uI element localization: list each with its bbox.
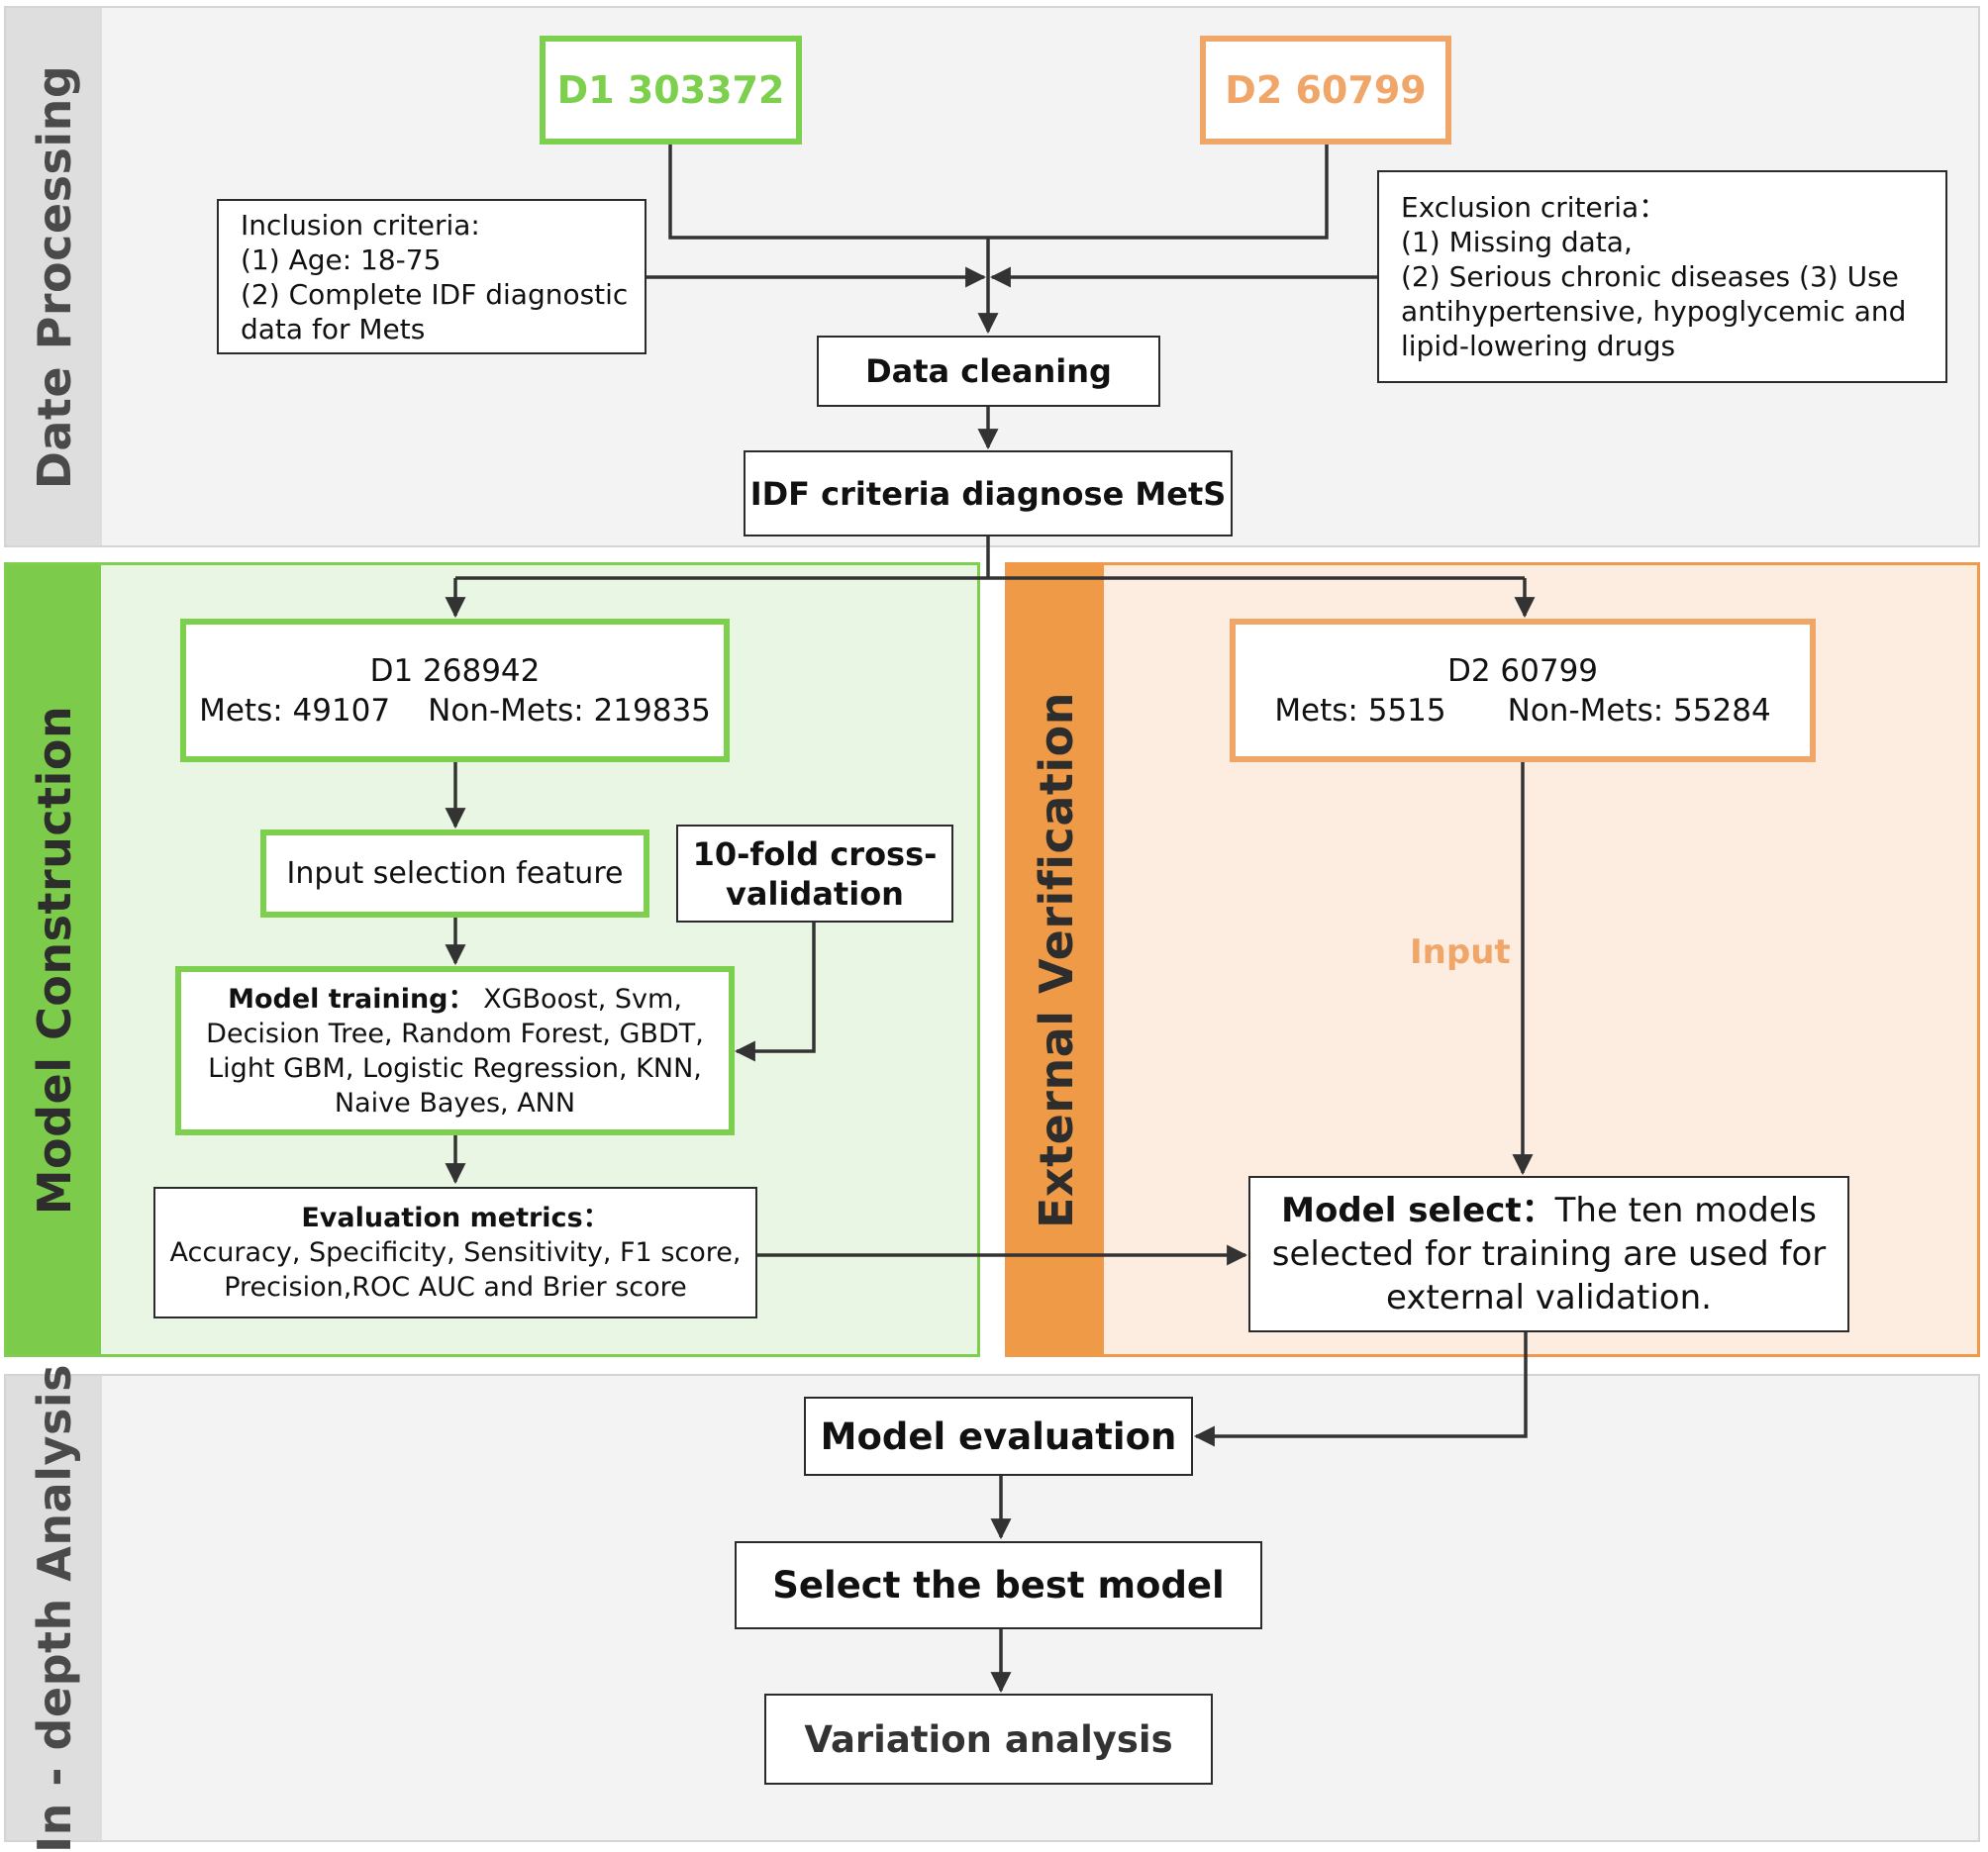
inclusion-line-2: (2) Complete IDF diagnostic xyxy=(241,277,629,311)
model-evaluation-label: Model evaluation xyxy=(820,1414,1177,1458)
section-in-depth-analysis-sidebar: In - depth Analysis xyxy=(6,1364,102,1852)
d2-split-counts: Mets: 5515 Non-Mets: 55284 xyxy=(1274,691,1770,731)
exclusion-line-3: antihypertensive, hypoglycemic and xyxy=(1401,295,1907,328)
input-arrow-label: Input xyxy=(1406,932,1515,972)
d1-split-box: D1 268942 Mets: 49107 Non-Mets: 219835 xyxy=(180,619,730,762)
evaluation-metrics-label: Evaluation metrics： xyxy=(301,1203,610,1233)
section-model-construction-sidebar: Model Construction xyxy=(7,565,101,1354)
idf-diagnose-box: IDF criteria diagnose MetS xyxy=(744,450,1233,536)
cross-validation-box: 10-fold cross- validation xyxy=(676,825,953,923)
dataset-d1-label: D1 303372 xyxy=(556,68,785,112)
model-select-line-3: external validation. xyxy=(1386,1278,1712,1317)
idf-diagnose-label: IDF criteria diagnose MetS xyxy=(749,474,1227,513)
data-cleaning-label: Data cleaning xyxy=(865,352,1112,390)
inclusion-title: Inclusion criteria: xyxy=(241,208,480,242)
variation-analysis-label: Variation analysis xyxy=(804,1717,1173,1761)
connector-d1-merge xyxy=(668,144,1329,240)
connector-select-to-evaluation xyxy=(1193,1332,1528,1447)
evaluation-metrics-box: Evaluation metrics： Accuracy, Specificit… xyxy=(153,1187,757,1318)
exclusion-line-2: (2) Serious chronic diseases (3) Use xyxy=(1401,260,1899,293)
model-training-line-2: Decision Tree, Random Forest, GBDT, xyxy=(206,1018,704,1049)
connector-cv-to-training xyxy=(734,923,816,1062)
variation-analysis-box: Variation analysis xyxy=(764,1694,1213,1785)
model-training-label: Model training： xyxy=(228,983,475,1015)
cross-validation-line-2: validation xyxy=(726,874,904,913)
inclusion-line-3: data for Mets xyxy=(241,312,426,345)
d1-non-mets-count: Non-Mets: 219835 xyxy=(428,692,711,729)
select-best-model-label: Select the best model xyxy=(772,1564,1225,1607)
exclusion-line-1: (1) Missing data, xyxy=(1401,226,1633,258)
d1-split-counts: Mets: 49107 Non-Mets: 219835 xyxy=(199,691,711,731)
inclusion-line-1: (1) Age: 18-75 xyxy=(241,243,442,276)
dataset-d2-box: D2 60799 xyxy=(1200,36,1451,145)
model-training-line-1: Model training： XGBoost, Svm, xyxy=(228,982,682,1017)
model-evaluation-box: Model evaluation xyxy=(804,1397,1193,1476)
model-training-text-1: XGBoost, Svm, xyxy=(483,983,682,1015)
evaluation-metrics-line-1: Accuracy, Specificity, Sensitivity, F1 s… xyxy=(169,1237,742,1268)
model-select-label: Model select： xyxy=(1281,1191,1555,1230)
exclusion-line-4: lipid-lowering drugs xyxy=(1401,330,1676,362)
d2-split-box: D2 60799 Mets: 5515 Non-Mets: 55284 xyxy=(1230,619,1816,762)
d1-mets-count: Mets: 49107 xyxy=(199,692,391,729)
input-feature-label: Input selection feature xyxy=(286,856,624,891)
model-training-box: Model training： XGBoost, Svm, Decision T… xyxy=(175,966,735,1135)
section-external-verification-sidebar: External Verification xyxy=(1008,565,1104,1354)
d2-non-mets-count: Non-Mets: 55284 xyxy=(1507,692,1771,729)
model-select-box: Model select：The ten models selected for… xyxy=(1248,1176,1849,1332)
select-best-model-box: Select the best model xyxy=(735,1541,1262,1629)
input-feature-box: Input selection feature xyxy=(260,829,649,918)
exclusion-criteria-box: Exclusion criteria： (1) Missing data, (2… xyxy=(1377,170,1947,383)
exclusion-title: Exclusion criteria： xyxy=(1401,191,1667,224)
model-select-line-2: selected for training are used for xyxy=(1271,1234,1827,1274)
d2-mets-count: Mets: 5515 xyxy=(1274,692,1446,729)
dataset-d1-box: D1 303372 xyxy=(540,36,802,145)
evaluation-metrics-line-2: Precision,ROC AUC and Brier score xyxy=(224,1272,687,1303)
inclusion-criteria-box: Inclusion criteria: (1) Age: 18-75 (2) C… xyxy=(217,199,646,354)
d1-split-title: D1 268942 xyxy=(369,652,541,689)
section-data-processing-sidebar: Date Processing xyxy=(6,8,102,545)
dataset-d2-label: D2 60799 xyxy=(1225,68,1427,112)
data-cleaning-box: Data cleaning xyxy=(817,336,1160,407)
d2-split-title: D2 60799 xyxy=(1446,652,1599,689)
model-select-text-1: The ten models xyxy=(1554,1191,1817,1230)
cross-validation-line-1: 10-fold cross- xyxy=(692,834,938,873)
model-training-line-4: Naive Bayes, ANN xyxy=(334,1087,576,1119)
model-select-line-1: Model select：The ten models xyxy=(1281,1189,1817,1232)
model-training-line-3: Light GBM, Logistic Regression, KNN, xyxy=(208,1052,702,1084)
